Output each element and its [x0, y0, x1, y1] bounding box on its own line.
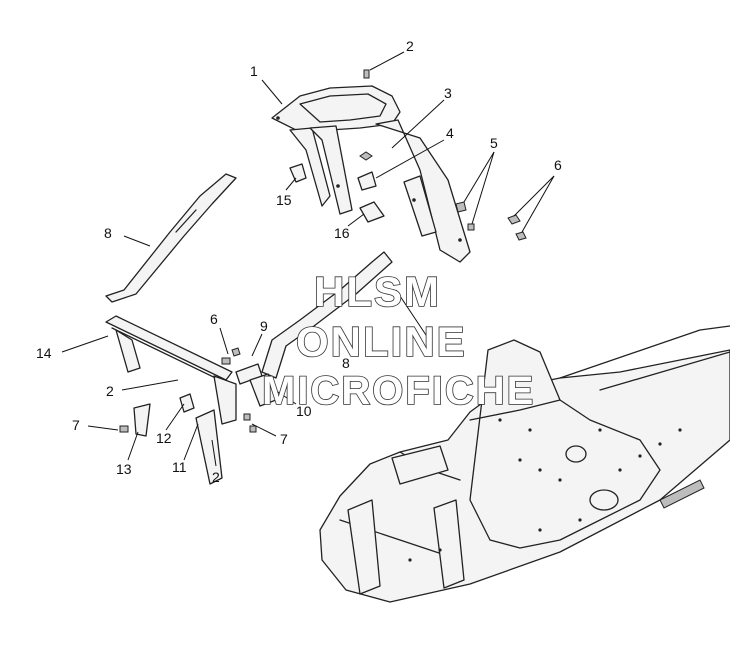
fastener-group-top [289, 69, 527, 241]
callout-2: 2 [106, 383, 114, 399]
callout-2: 2 [406, 38, 414, 54]
callout-2: 2 [212, 469, 220, 485]
small-brackets [119, 347, 277, 485]
watermark-line-1: HLSM [314, 268, 441, 315]
callout-9: 9 [260, 318, 268, 334]
watermark-line-3: MICROFICHE [262, 369, 535, 413]
callout-1: 1 [250, 63, 258, 79]
brace-left [105, 173, 237, 303]
callout-6: 6 [210, 311, 218, 327]
callout-labels: 1 2 3 4 5 6 15 16 8 6 9 8 14 2 10 7 12 7… [36, 38, 562, 485]
leader-lines [61, 51, 555, 467]
callout-7: 7 [280, 431, 288, 447]
callout-8: 8 [342, 355, 350, 371]
callout-7: 7 [72, 417, 80, 433]
callout-4: 4 [446, 125, 454, 141]
callout-11: 11 [172, 459, 187, 475]
callout-15: 15 [276, 192, 292, 208]
steering-support-hoop [271, 85, 471, 263]
callout-12: 12 [156, 430, 172, 446]
callout-3: 3 [444, 85, 452, 101]
callout-14: 14 [36, 345, 52, 361]
callout-13: 13 [116, 461, 132, 477]
brace-right [261, 251, 393, 379]
cross-bar [105, 315, 237, 425]
chassis [319, 325, 730, 603]
callout-8: 8 [104, 225, 112, 241]
callout-10: 10 [296, 403, 312, 419]
callout-5: 5 [490, 135, 498, 151]
callout-6: 6 [554, 157, 562, 173]
callout-16: 16 [334, 225, 350, 241]
watermark: HLSM ONLINE MICROFICHE [261, 267, 535, 414]
watermark-line-2: ONLINE [296, 318, 467, 365]
